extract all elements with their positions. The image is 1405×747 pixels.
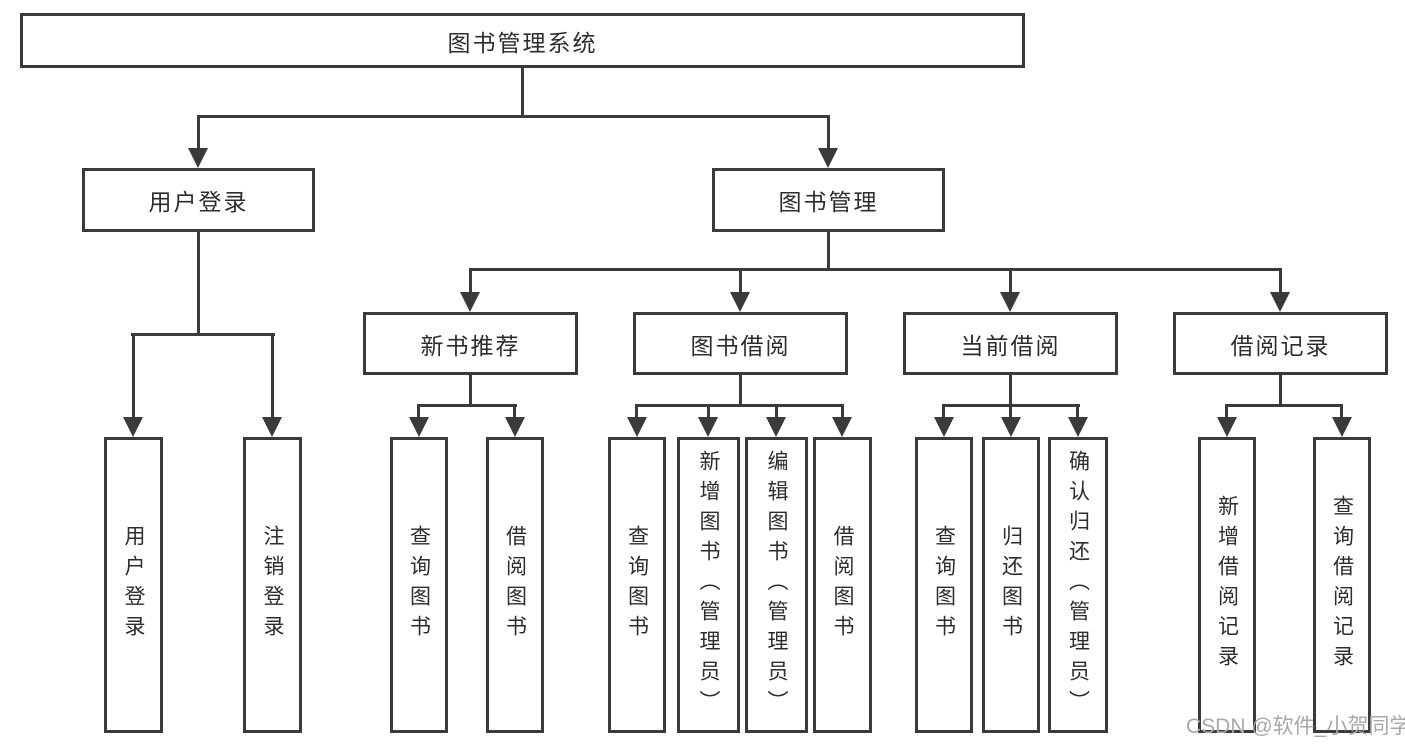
connector-line (132, 336, 135, 417)
connector-line (739, 375, 742, 407)
connector-line (827, 232, 830, 271)
watermark-text: CSDN @软件_小贺同学 (1186, 715, 1405, 738)
connector-line (775, 407, 778, 419)
arrow-down-icon (730, 292, 750, 312)
connector-line (1340, 407, 1343, 419)
leaf-query-books-borrowing-label: 查询图书 (625, 525, 649, 645)
connector-line (197, 232, 200, 336)
connector-line (942, 404, 1080, 407)
connector-line (1225, 404, 1343, 407)
leaf-borrow-books-borrowing: 借阅图书 (813, 437, 872, 733)
leaf-borrow-books-recommend: 借阅图书 (486, 437, 544, 733)
leaf-query-books-current-label: 查询图书 (932, 525, 956, 645)
leaf-query-books-borrowing: 查询图书 (608, 437, 666, 733)
node-book-management-label: 图书管理 (778, 189, 879, 215)
connector-line (197, 118, 200, 150)
leaf-add-borrow-record-label: 新增借阅记录 (1215, 495, 1239, 675)
arrow-down-icon (1332, 417, 1352, 437)
connector-line (271, 336, 274, 417)
connector-line (635, 407, 638, 419)
arrow-down-icon (766, 417, 786, 437)
leaf-query-borrow-record-label: 查询借阅记录 (1330, 495, 1354, 675)
arrow-down-icon (818, 148, 838, 168)
leaf-user-login: 用户登录 (104, 437, 163, 733)
connector-line (469, 271, 472, 292)
connector-line (1279, 375, 1282, 407)
leaf-borrow-books-borrowing-label: 借阅图书 (831, 525, 854, 645)
connector-line (827, 118, 830, 150)
connector-line (841, 407, 844, 419)
arrow-down-icon (505, 417, 525, 437)
connector-line (417, 407, 420, 419)
leaf-return-books: 归还图书 (982, 437, 1040, 733)
arrow-down-icon (123, 417, 143, 437)
connector-line (521, 68, 524, 115)
connector-line (942, 407, 945, 419)
arrow-down-icon (627, 417, 647, 437)
node-new-book-recommend-label: 新书推荐 (420, 332, 521, 359)
connector-line (1009, 271, 1012, 292)
arrow-down-icon (832, 417, 852, 437)
leaf-add-borrow-record: 新增借阅记录 (1198, 437, 1256, 733)
leaf-query-books-recommend: 查询图书 (390, 437, 448, 733)
leaf-confirm-return-admin: 确认归还（管理员） (1048, 437, 1108, 733)
arrow-down-icon (1001, 417, 1021, 437)
connector-line (469, 375, 472, 407)
leaf-logout-login-label: 注销登录 (261, 525, 284, 645)
arrow-down-icon (1068, 417, 1088, 437)
node-borrow-records-label: 借阅记录 (1230, 332, 1331, 359)
node-user-login: 用户登录 (82, 168, 315, 232)
connector-line (1009, 407, 1012, 419)
node-book-borrowing-label: 图书借阅 (690, 332, 791, 359)
node-current-borrowing: 当前借阅 (903, 312, 1118, 375)
arrow-down-icon (460, 292, 480, 312)
node-user-login-label: 用户登录 (148, 189, 249, 215)
leaf-user-login-label: 用户登录 (122, 525, 145, 645)
connector-line (469, 268, 1282, 271)
connector-line (1076, 407, 1079, 419)
leaf-add-books-admin-label: 新增图书（管理员） (697, 450, 720, 720)
arrow-down-icon (1270, 292, 1290, 312)
arrow-down-icon (188, 148, 208, 168)
leaf-edit-books-admin: 编辑图书（管理员） (745, 437, 808, 733)
leaf-query-borrow-record: 查询借阅记录 (1313, 437, 1371, 733)
node-book-borrowing: 图书借阅 (633, 312, 848, 375)
arrow-down-icon (262, 417, 282, 437)
connector-line (707, 407, 710, 419)
leaf-return-books-label: 归还图书 (999, 525, 1023, 645)
node-root: 图书管理系统 (20, 13, 1025, 68)
arrow-down-icon (1000, 292, 1020, 312)
arrow-down-icon (698, 417, 718, 437)
connector-line (739, 271, 742, 292)
connector-line (417, 404, 517, 407)
arrow-down-icon (1217, 417, 1237, 437)
leaf-query-books-current: 查询图书 (915, 437, 973, 733)
node-borrow-records: 借阅记录 (1173, 312, 1388, 375)
leaf-confirm-return-admin-label: 确认归还（管理员） (1066, 450, 1090, 720)
node-book-management: 图书管理 (712, 168, 945, 232)
arrow-down-icon (409, 417, 429, 437)
connector-line (1225, 407, 1228, 419)
connector-line (513, 407, 516, 419)
connector-line (131, 333, 275, 336)
leaf-query-books-recommend-label: 查询图书 (407, 525, 431, 645)
leaf-borrow-books-recommend-label: 借阅图书 (503, 525, 527, 645)
node-current-borrowing-label: 当前借阅 (960, 332, 1061, 359)
leaf-add-books-admin: 新增图书（管理员） (677, 437, 740, 733)
connector-line (197, 115, 830, 118)
connector-line (635, 404, 844, 407)
node-new-book-recommend: 新书推荐 (363, 312, 578, 375)
leaf-edit-books-admin-label: 编辑图书（管理员） (765, 450, 788, 720)
node-root-label: 图书管理系统 (447, 29, 598, 56)
connector-line (1009, 375, 1012, 407)
leaf-logout-login: 注销登录 (243, 437, 302, 733)
arrow-down-icon (934, 417, 954, 437)
connector-line (1279, 271, 1282, 292)
